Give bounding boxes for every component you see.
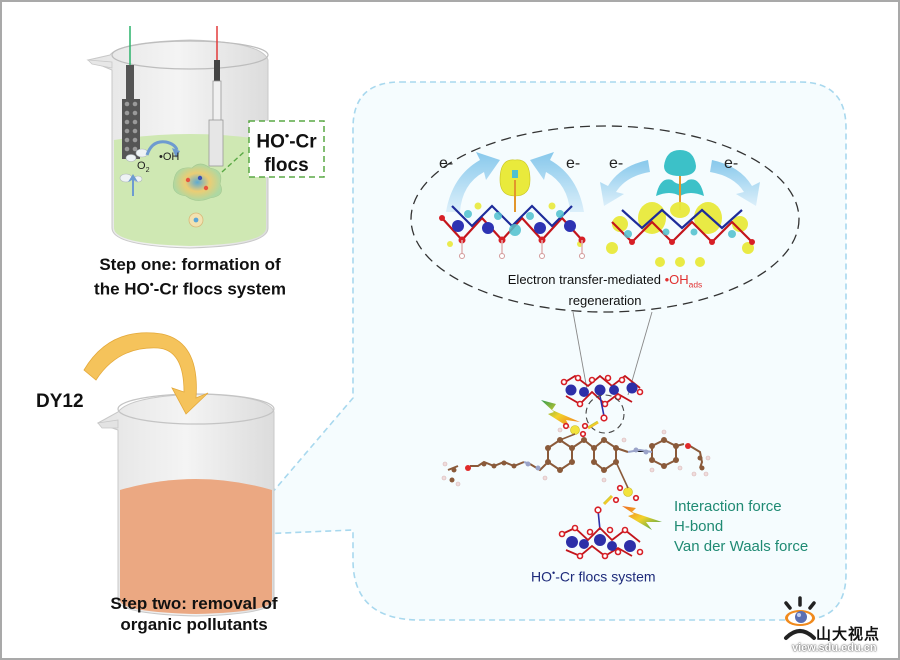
beaker-step-two (96, 393, 275, 617)
lightning-bolt-icon-lower (622, 506, 662, 530)
curved-arrow-icon (145, 140, 179, 156)
ellipse-caption-line1: Electron transfer-mediated (507, 272, 665, 287)
o2-subscript: 2 (145, 166, 150, 175)
dosing-arrow-icon (83, 332, 209, 415)
active-site-circle (585, 394, 625, 434)
o2-text: O (137, 160, 146, 172)
ellipse-caption: Electron transfer-mediated •OHads regene… (470, 272, 740, 309)
ellipse-caption-line2: regeneration (568, 292, 642, 308)
upper-cr-cluster (560, 374, 644, 422)
flocs-callout-label: HO•-Cr flocs (249, 124, 324, 178)
watermark-url: view.sdu.edu.cn (792, 642, 877, 654)
flocs-callout-box (248, 120, 325, 178)
radical-dot: • (552, 568, 556, 578)
left-slab-charge-density (439, 159, 586, 259)
ads-subscript: ads (688, 279, 703, 290)
step-two-caption-line1: Step two: removal of (110, 594, 278, 613)
beaker-step-one (86, 39, 269, 249)
lower-cr-cluster (558, 506, 644, 560)
zoom-leader-left (572, 311, 589, 396)
electron-flow-arrows (446, 152, 760, 212)
electron-label-2: e- (566, 155, 581, 172)
curved-arrow-head (172, 148, 180, 158)
interaction-item-hbond: H-bond (674, 518, 724, 535)
electron-label-3: e- (609, 155, 624, 172)
oh-ads-label: •OH (664, 272, 689, 287)
system-label-rest: -Cr flocs system (555, 568, 656, 585)
interaction-force-title: Interaction force (674, 498, 782, 515)
dy12-molecule (441, 422, 711, 504)
flocs-cluster-icon (172, 163, 222, 228)
system-label: HO•-Cr flocs system (531, 568, 656, 585)
h-bond-lower (602, 494, 614, 506)
radical-dot: • (284, 129, 290, 143)
step-one-caption-line2-post: -Cr flocs system (153, 279, 286, 299)
step-two-caption: Step two: removal of organic pollutants (44, 593, 344, 635)
orange-solution (120, 479, 272, 614)
step-one-caption: Step one: formation of the HO•-Cr flocs … (40, 254, 340, 300)
step-one-caption-line1: Step one: formation of (99, 255, 281, 274)
electron-label-1: e- (439, 155, 454, 172)
flocs-label-ho: HO (256, 131, 285, 153)
step-one-caption-line2-pre: the HO (94, 279, 150, 299)
flocs-callout-leader (221, 151, 245, 173)
cathode-electrode (208, 26, 224, 167)
interaction-item-vdw: Van der Waals force (674, 538, 809, 555)
o2-label: O2 (137, 160, 150, 174)
lightning-bolt-icon (541, 400, 580, 428)
electron-label-4: e- (724, 155, 739, 172)
h-bond-upper (587, 420, 599, 430)
flocs-label-line2: flocs (264, 155, 309, 177)
interaction-force-legend: Interaction force H-bond Van der Waals f… (674, 497, 808, 557)
system-label-ho: HO (531, 568, 552, 585)
magnified-ellipse (410, 125, 800, 313)
watermark-logo-icon (784, 596, 816, 640)
hydroxyl-radical-label: •OH (159, 151, 180, 163)
step-two-caption-line2: organic pollutants (120, 615, 268, 634)
anode-electrode (122, 26, 140, 159)
watermark-name: 山大视点 (816, 626, 881, 643)
flocs-label-cr: -Cr (289, 131, 317, 153)
up-arrow-icon (128, 174, 138, 196)
radical-dot: • (149, 279, 154, 291)
right-slab-charge-density (606, 150, 755, 267)
dy12-reagent-label: DY12 (36, 391, 84, 412)
